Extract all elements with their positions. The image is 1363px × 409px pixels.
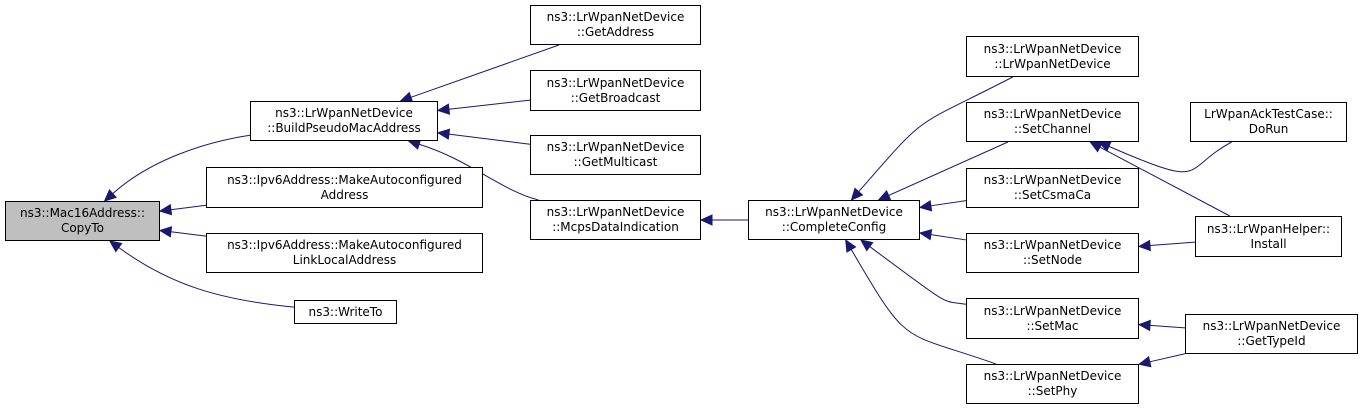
node-label-line1: ns3::Ipv6Address::MakeAutoconfigured (227, 172, 462, 187)
node-label-line2: ::GetBroadcast (570, 90, 661, 105)
arrowhead-makeauto-to-copyto (158, 203, 173, 216)
edge-gettypeid-to-setmac (1149, 324, 1186, 329)
node-label-line2: LinkLocalAddress (292, 253, 397, 267)
node-label-line1: ns3::LrWpanNetDevice (983, 173, 1122, 187)
arrowhead-getbroadcast-to-buildpseudo (436, 103, 451, 115)
edge-setphy-to-completecfg (850, 249, 997, 365)
node-make-autoconfigured-link-local-address[interactable]: ns3::Ipv6Address::MakeAutoconfigured Lin… (206, 233, 483, 273)
node-get-multicast[interactable]: ns3::LrWpanNetDevice ::GetMulticast (530, 135, 701, 175)
node-set-channel[interactable]: ns3::LrWpanNetDevice ::SetChannel (966, 102, 1139, 142)
node-label-line1: ns3::Ipv6Address::MakeAutoconfigured (227, 238, 462, 252)
edge-install-to-setchannel (1099, 146, 1231, 217)
edge-ackdorun-to-setchannel (1108, 141, 1232, 173)
arrowhead-writeto-to-copyto (108, 240, 123, 253)
edge-setcsmaca-to-completecfg (930, 200, 967, 207)
node-label-line2: ::SetChannel (1013, 122, 1092, 136)
node-label-line2: Install (1250, 236, 1287, 251)
node-label-line2: ::LrWpanNetDevice (994, 56, 1111, 71)
edge-getmulticast-to-buildpseudo (448, 133, 531, 145)
node-label-line2: ::BuildPseudoMacAddress (267, 121, 421, 135)
edge-buildpseudo-to-copyto (112, 134, 251, 194)
edge-ctor-to-completecfg (858, 76, 1013, 193)
node-label-line2: ::GetTypeId (1237, 334, 1306, 348)
arrowhead-setchannel-to-completecfg (877, 190, 892, 201)
node-label-line1: ns3::LrWpanNetDevice (546, 205, 685, 219)
node-label-line2: ::SetMac (1026, 318, 1079, 333)
edge-makeauto-to-copyto (170, 204, 207, 211)
node-get-broadcast[interactable]: ns3::LrWpanNetDevice ::GetBroadcast (530, 70, 701, 111)
arrowhead-makeautoll-to-copyto (158, 226, 173, 238)
node-lrwpan-helper-install[interactable]: ns3::LrWpanHelper:: Install (1195, 216, 1342, 257)
arrowhead-buildpseudo-to-copyto (103, 189, 118, 202)
edge-makeautoll-to-copyto (170, 231, 207, 237)
node-label-line1: ns3::LrWpanNetDevice (983, 369, 1122, 383)
node-set-mac[interactable]: ns3::LrWpanNetDevice ::SetMac (966, 298, 1139, 339)
arrowhead-setmac-to-completecfg (859, 239, 874, 252)
edge-setmac-to-completecfg (869, 246, 967, 305)
node-writeto[interactable]: ns3::WriteTo (294, 300, 397, 324)
edge-setchannel-to-completecfg (888, 141, 1009, 196)
node-label-line2: ::SetNode (1022, 253, 1083, 267)
edge-gettypeid-to-setphy (1149, 353, 1186, 363)
node-mcps-data-indication[interactable]: ns3::LrWpanNetDevice ::McpsDataIndicatio… (530, 200, 701, 240)
edge-install-to-setnode (1149, 241, 1196, 247)
arrowhead-setcsmaca-to-completecfg (918, 200, 933, 212)
arrowhead-gettypeid-to-setphy (1137, 356, 1152, 368)
node-get-type-id[interactable]: ns3::LrWpanNetDevice ::GetTypeId (1185, 314, 1358, 354)
node-complete-config[interactable]: ns3::LrWpanNetDevice ::CompleteConfig (748, 200, 920, 240)
node-set-node[interactable]: ns3::LrWpanNetDevice ::SetNode (966, 233, 1139, 273)
node-label-line2: Address (320, 187, 369, 202)
node-label-line2: ::McpsDataIndication (552, 220, 679, 234)
node-label-line1: ns3::LrWpanNetDevice (983, 238, 1122, 252)
node-label-line1: ns3::LrWpanNetDevice (275, 106, 413, 120)
node-label-line2: DoRun (1248, 122, 1289, 136)
node-label-line1: LrWpanAckTestCase:: (1204, 107, 1333, 121)
node-make-autoconfigured-address[interactable]: ns3::Ipv6Address::MakeAutoconfigured Add… (206, 167, 483, 208)
node-ack-test-case-dorun[interactable]: LrWpanAckTestCase:: DoRun (1190, 102, 1347, 142)
arrowhead-setphy-to-completecfg (845, 238, 857, 253)
node-mac16address-copyto: ns3::Mac16Address:: CopyTo (5, 201, 160, 241)
arrowhead-install-to-setchannel (1089, 141, 1104, 153)
node-label-line2: ::CompleteConfig (781, 220, 887, 234)
arrowhead-gettypeid-to-setmac (1137, 319, 1151, 332)
node-label-line1: ns3::LrWpanNetDevice (546, 75, 685, 90)
edge-mcpsdata-to-buildpseudo (418, 143, 539, 201)
node-label-line1: ns3::Mac16Address:: (19, 206, 146, 220)
node-set-phy[interactable]: ns3::LrWpanNetDevice ::SetPhy (966, 364, 1139, 404)
node-label-line1: ns3::LrWpanNetDevice (765, 205, 903, 219)
arrowhead-setnode-to-completecfg (918, 228, 933, 241)
node-label-line1: ns3::LrWpanNetDevice (546, 140, 685, 154)
edge-setnode-to-completecfg (930, 234, 967, 241)
node-label-line2: ::GetAddress (576, 25, 655, 39)
node-label-line1: ns3::LrWpanNetDevice (983, 303, 1122, 318)
edge-writeto-to-copyto (118, 247, 295, 308)
node-label-line1: ns3::LrWpanHelper:: (1206, 221, 1331, 236)
edge-getbroadcast-to-buildpseudo (448, 99, 531, 110)
arrowhead-install-to-setnode (1137, 239, 1151, 252)
node-label-line2: ::SetCsmaCa (1013, 188, 1092, 202)
node-label-line1: ns3::WriteTo (308, 304, 383, 319)
node-label-line1: ns3::LrWpanNetDevice (983, 41, 1122, 56)
arrowhead-completecfg-to-mcpsdata (699, 214, 713, 226)
node-label-line2: ::SetPhy (1027, 384, 1078, 398)
node-build-pseudo-mac-address[interactable]: ns3::LrWpanNetDevice ::BuildPseudoMacAdd… (250, 101, 438, 141)
node-label-line1: ns3::LrWpanNetDevice (546, 10, 685, 24)
node-get-address[interactable]: ns3::LrWpanNetDevice ::GetAddress (530, 5, 701, 45)
arrowhead-ctor-to-completecfg (850, 187, 864, 201)
arrowhead-getmulticast-to-buildpseudo (436, 128, 451, 140)
node-label-line2: ::GetMulticast (573, 155, 658, 169)
edge-getaddress-to-buildpseudo (410, 44, 560, 98)
node-label-line1: ns3::LrWpanNetDevice (983, 107, 1122, 121)
node-label-line1: ns3::LrWpanNetDevice (1202, 319, 1341, 333)
node-set-csma-ca[interactable]: ns3::LrWpanNetDevice ::SetCsmaCa (966, 168, 1139, 208)
node-label-line2: CopyTo (60, 221, 105, 235)
node-lrwpan-net-device-constructor[interactable]: ns3::LrWpanNetDevice ::LrWpanNetDevice (966, 36, 1139, 77)
